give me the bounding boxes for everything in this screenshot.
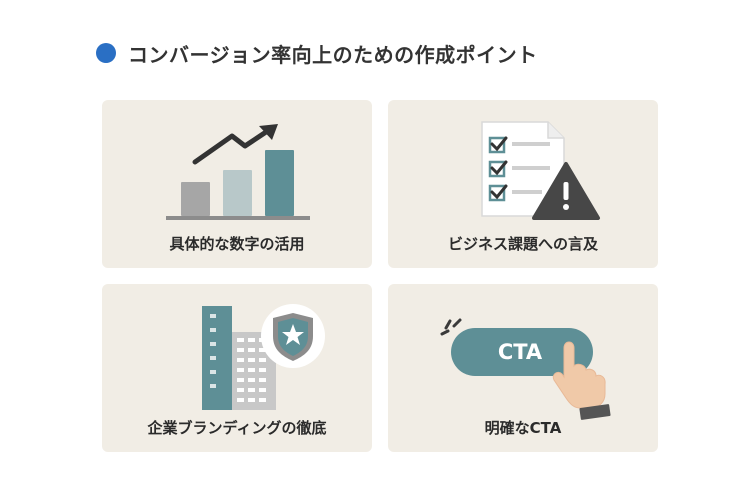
card-label: 企業ブランディングの徹底 [147, 419, 327, 437]
cta-button-hand-click-icon: CTA [440, 318, 611, 420]
bullet-dot-icon [96, 43, 116, 63]
page-header: コンバージョン率向上のための作成ポイント [96, 38, 538, 68]
bar-chart-rising-arrow-icon [166, 124, 310, 220]
card-specific-numbers: 具体的な数字の活用 [102, 100, 372, 268]
card-label: 明確なCTA [484, 419, 562, 437]
page-title: コンバージョン率向上のための作成ポイント [128, 42, 538, 67]
cta-button-text: CTA [498, 340, 543, 364]
building-shield-star-icon [202, 304, 325, 410]
card-branding: 企業ブランディングの徹底 [102, 284, 372, 452]
card-business-issues: ビジネス課題への言及 [388, 100, 658, 268]
card-clear-cta: CTA 明確なCTA [388, 284, 658, 452]
card-label: 具体的な数字の活用 [169, 235, 305, 253]
card-label: ビジネス課題への言及 [447, 235, 598, 253]
checklist-warning-icon [481, 121, 600, 220]
